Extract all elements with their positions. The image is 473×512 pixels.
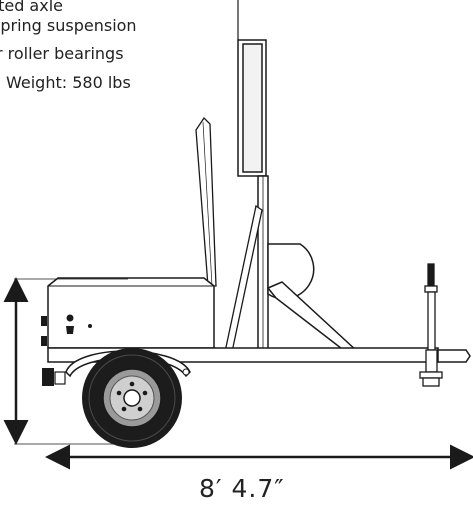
spec-suspension: spring suspension bbox=[0, 16, 137, 35]
spec-axle-rating: lb rated axle bbox=[0, 0, 63, 15]
rear-post bbox=[195, 116, 217, 287]
height-dimension bbox=[3, 277, 128, 445]
length-dimension-label: 8′ 4.7″ bbox=[199, 474, 285, 503]
battery-box bbox=[47, 277, 215, 349]
spec-weight: Weight: 580 lbs bbox=[6, 73, 131, 92]
mast-brace bbox=[266, 281, 360, 353]
wheel bbox=[82, 348, 182, 448]
license-plate-mount bbox=[42, 368, 54, 386]
sign-board bbox=[237, 39, 267, 177]
box-latch bbox=[66, 314, 92, 334]
spec-bearings: r roller bearings bbox=[0, 44, 124, 63]
tail-light bbox=[41, 316, 47, 346]
jack-stand bbox=[419, 263, 443, 387]
mast bbox=[257, 175, 269, 353]
diagonal-support bbox=[224, 204, 263, 353]
